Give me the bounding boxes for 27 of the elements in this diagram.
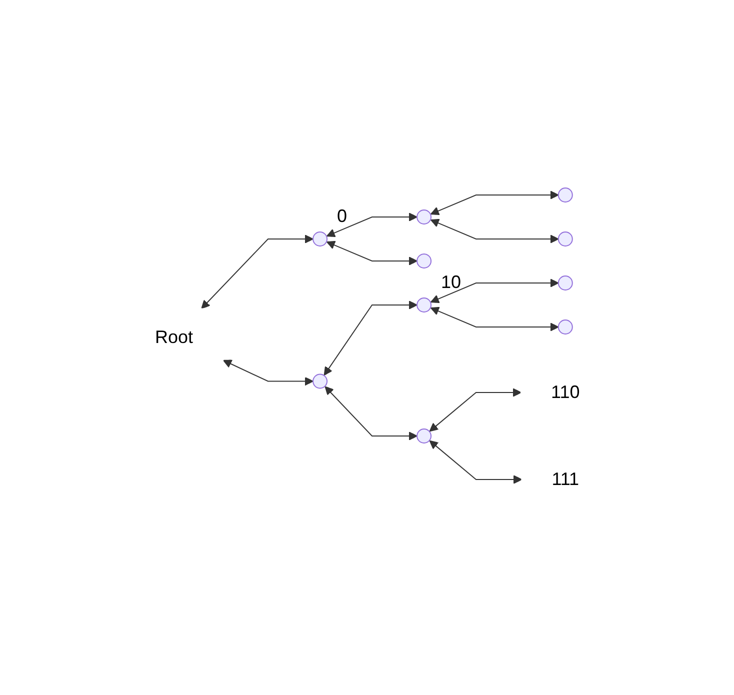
node-point [558, 275, 572, 290]
node-text: 110 [550, 382, 580, 402]
arrow [430, 190, 558, 215]
arrow [430, 278, 558, 303]
node-point [558, 319, 572, 334]
arrow [200, 234, 314, 308]
node-point [312, 231, 328, 246]
node-point [558, 231, 572, 246]
node-text: 111 [551, 468, 579, 488]
node-point [416, 209, 432, 224]
arrow [428, 440, 522, 484]
node-point [416, 297, 432, 312]
arrow [323, 300, 418, 376]
arrow [326, 212, 418, 237]
arrow [324, 386, 418, 440]
node-point [558, 187, 572, 202]
arrow [430, 218, 558, 243]
node-point [416, 253, 432, 268]
node-point [416, 428, 432, 443]
node-label: 10 [440, 272, 461, 292]
node-text: Root [154, 326, 193, 346]
arrow [326, 240, 418, 265]
arrow [430, 306, 558, 331]
node-label: 0 [336, 206, 347, 226]
arrow [222, 359, 314, 386]
node-point [312, 373, 328, 388]
arrow [428, 388, 522, 432]
